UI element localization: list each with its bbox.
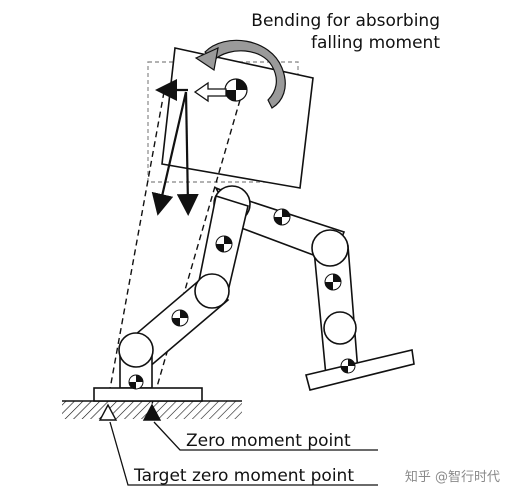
force-vectors [151, 79, 199, 216]
target-zmp-leader-line [109, 421, 378, 486]
inertial-force-arrow-icon [193, 81, 227, 103]
zmp-label: Zero moment point [186, 431, 351, 451]
target-zmp-label: Target zero moment point [133, 466, 354, 486]
torso-com-marker [224, 78, 248, 102]
watermark: 知乎 @智行时代 [405, 469, 500, 485]
zmp-leader-line [153, 421, 378, 451]
zmp-dashed-lines [107, 91, 241, 405]
left-leg [93, 194, 249, 402]
torso [161, 47, 314, 189]
bending-arrow-icon [194, 39, 286, 109]
target-zmp-triangle-icon [98, 403, 118, 421]
link-com-markers [128, 208, 356, 390]
bending-label-line2: falling moment [311, 33, 440, 53]
bending-label-line1: Bending for absorbing [251, 11, 440, 31]
zmp-triangle-icon [142, 403, 162, 421]
